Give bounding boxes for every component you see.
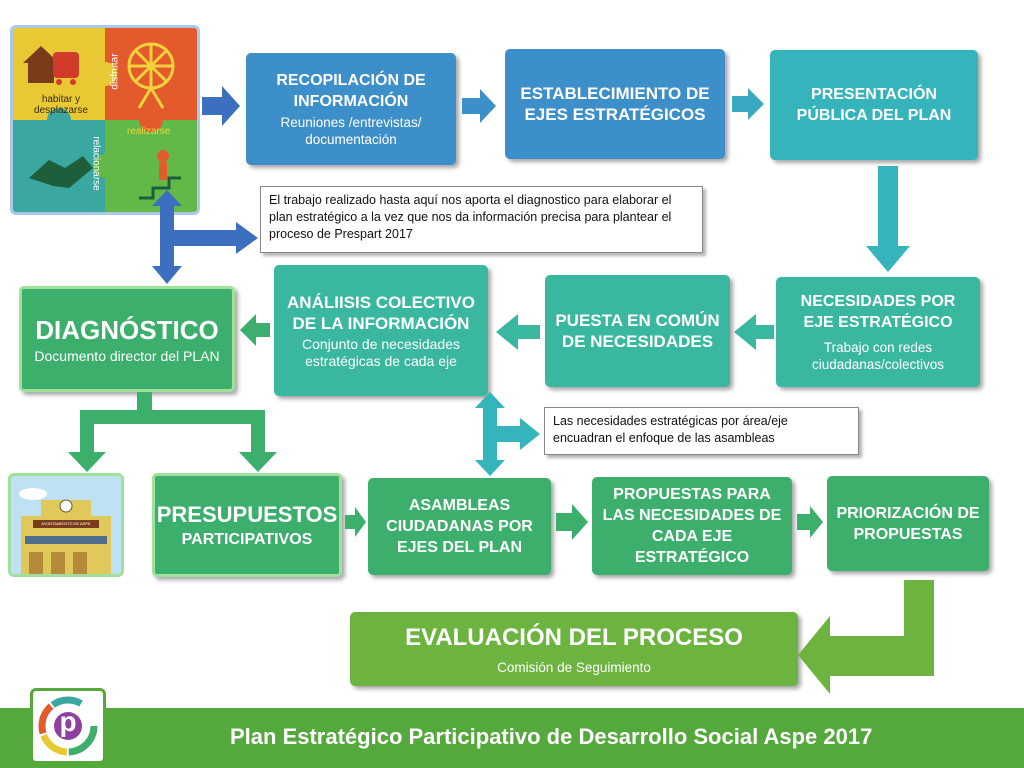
puzzle-label-realizarse: realizarse <box>127 126 171 137</box>
house-icon <box>23 46 59 83</box>
handshake-icon <box>29 156 93 188</box>
puzzle-graphic <box>13 28 197 212</box>
town-hall-sign: AYUNTAMIENTO DE ASPE <box>41 521 91 526</box>
presupuestos-title: PRESUPUESTOS <box>156 501 338 527</box>
necesidades-sub: Trabajo con redes ciudadanas/colectivos <box>811 340 945 372</box>
establecimiento-title: ESTABLECIMIENTO DE EJES ESTRATÉGICOS <box>520 84 710 124</box>
evaluacion-title: EVALUACIÓN DEL PROCESO <box>405 623 743 651</box>
climbing-person-icon <box>139 150 181 200</box>
logo-letter: p <box>59 706 77 737</box>
necesidades-box: NECESIDADES POR EJE ESTRATÉGICO Trabajo … <box>776 277 980 387</box>
arrow-right-icon <box>174 222 258 254</box>
asambleas-box: ASAMBLEAS CIUDADANAS POR EJES DEL PLAN <box>368 478 551 575</box>
note-necesidades: Las necesidades estratégicas por área/ej… <box>544 407 859 455</box>
diagnostico-title: DIAGNÓSTICO <box>35 314 219 345</box>
arrow-right-icon <box>497 418 540 450</box>
asambleas-title: ASAMBLEAS CIUDADANAS POR EJES DEL PLAN <box>386 497 533 556</box>
puzzle-image: habitar y desplazarse disfrutar realizar… <box>10 25 200 215</box>
recopilacion-sub: Reuniones /entrevistas/ documentación <box>280 115 422 147</box>
evaluacion-box: EVALUACIÓN DEL PROCESO Comisión de Segui… <box>350 612 798 686</box>
arrow-right-icon <box>732 88 764 120</box>
town-hall-image: AYUNTAMIENTO DE ASPE <box>8 473 124 577</box>
analisis-sub: Conjunto de necesidades estratégicas de … <box>301 335 460 369</box>
arrow-left-icon <box>496 314 540 350</box>
diagnostico-box: DIAGNÓSTICO Documento director del PLAN <box>19 286 235 392</box>
presupuestos-box: PRESUPUESTOS PARTICIPATIVOS <box>152 473 342 577</box>
propuestas-title: PROPUESTAS PARA LAS NECESIDADES DE CADA … <box>602 486 782 566</box>
arrow-branch-icon <box>68 392 277 472</box>
arrow-right-icon <box>797 506 823 538</box>
puzzle-label-habitar: habitar y desplazarse <box>34 94 88 116</box>
footer-bar <box>0 708 1024 768</box>
arrow-down-icon <box>866 166 910 272</box>
arrow-right-icon <box>202 86 240 126</box>
necesidades-title: NECESIDADES POR EJE ESTRATÉGICO <box>800 293 956 331</box>
logo-ring-icon <box>38 696 98 756</box>
presentacion-title: PRESENTACIÓN PÚBLICA DEL PLAN <box>796 86 952 124</box>
town-hall-graphic <box>11 476 121 574</box>
priorizacion-title: PRIORIZACIÓN DE PROPUESTAS <box>836 504 980 543</box>
analisis-title: ANÁLIISIS COLECTIVO DE LA INFORMACIÓN <box>287 292 475 333</box>
recopilacion-box: RECOPILACIÓN DE INFORMACIÓN Reuniones /e… <box>246 53 456 165</box>
presupuestos-sub: PARTICIPATIVOS <box>181 530 313 548</box>
propuestas-box: PROPUESTAS PARA LAS NECESIDADES DE CADA … <box>592 477 792 575</box>
presentacion-box: PRESENTACIÓN PÚBLICA DEL PLAN <box>770 50 978 160</box>
arrow-left-icon <box>240 314 270 346</box>
arrow-right-icon <box>556 504 588 540</box>
prespart-logo: p <box>30 688 106 764</box>
puesta-box: PUESTA EN COMÚN DE NECESIDADES <box>545 275 730 387</box>
puesta-title: PUESTA EN COMÚN DE NECESIDADES <box>555 311 720 351</box>
arrow-updown-icon <box>475 392 505 476</box>
ferris-wheel-icon <box>127 42 175 109</box>
bus-icon <box>53 52 79 85</box>
arrow-right-icon <box>345 507 366 537</box>
arrow-elbow-icon <box>798 580 934 694</box>
arrow-right-icon <box>462 89 496 123</box>
arrow-updown-icon <box>152 190 182 284</box>
analisis-box: ANÁLIISIS COLECTIVO DE LA INFORMACIÓN Co… <box>274 265 488 396</box>
arrow-left-icon <box>734 314 774 350</box>
priorizacion-box: PRIORIZACIÓN DE PROPUESTAS <box>827 476 989 571</box>
diagnostico-sub: Documento director del PLAN <box>34 347 220 364</box>
footer-title: Plan Estratégico Participativo de Desarr… <box>230 724 873 749</box>
evaluacion-sub: Comisión de Seguimiento <box>497 659 651 675</box>
note-diagnostico: El trabajo realizado hasta aquí nos apor… <box>260 186 703 253</box>
establecimiento-box: ESTABLECIMIENTO DE EJES ESTRATÉGICOS <box>505 49 725 159</box>
recopilacion-title: RECOPILACIÓN DE INFORMACIÓN <box>276 72 426 110</box>
